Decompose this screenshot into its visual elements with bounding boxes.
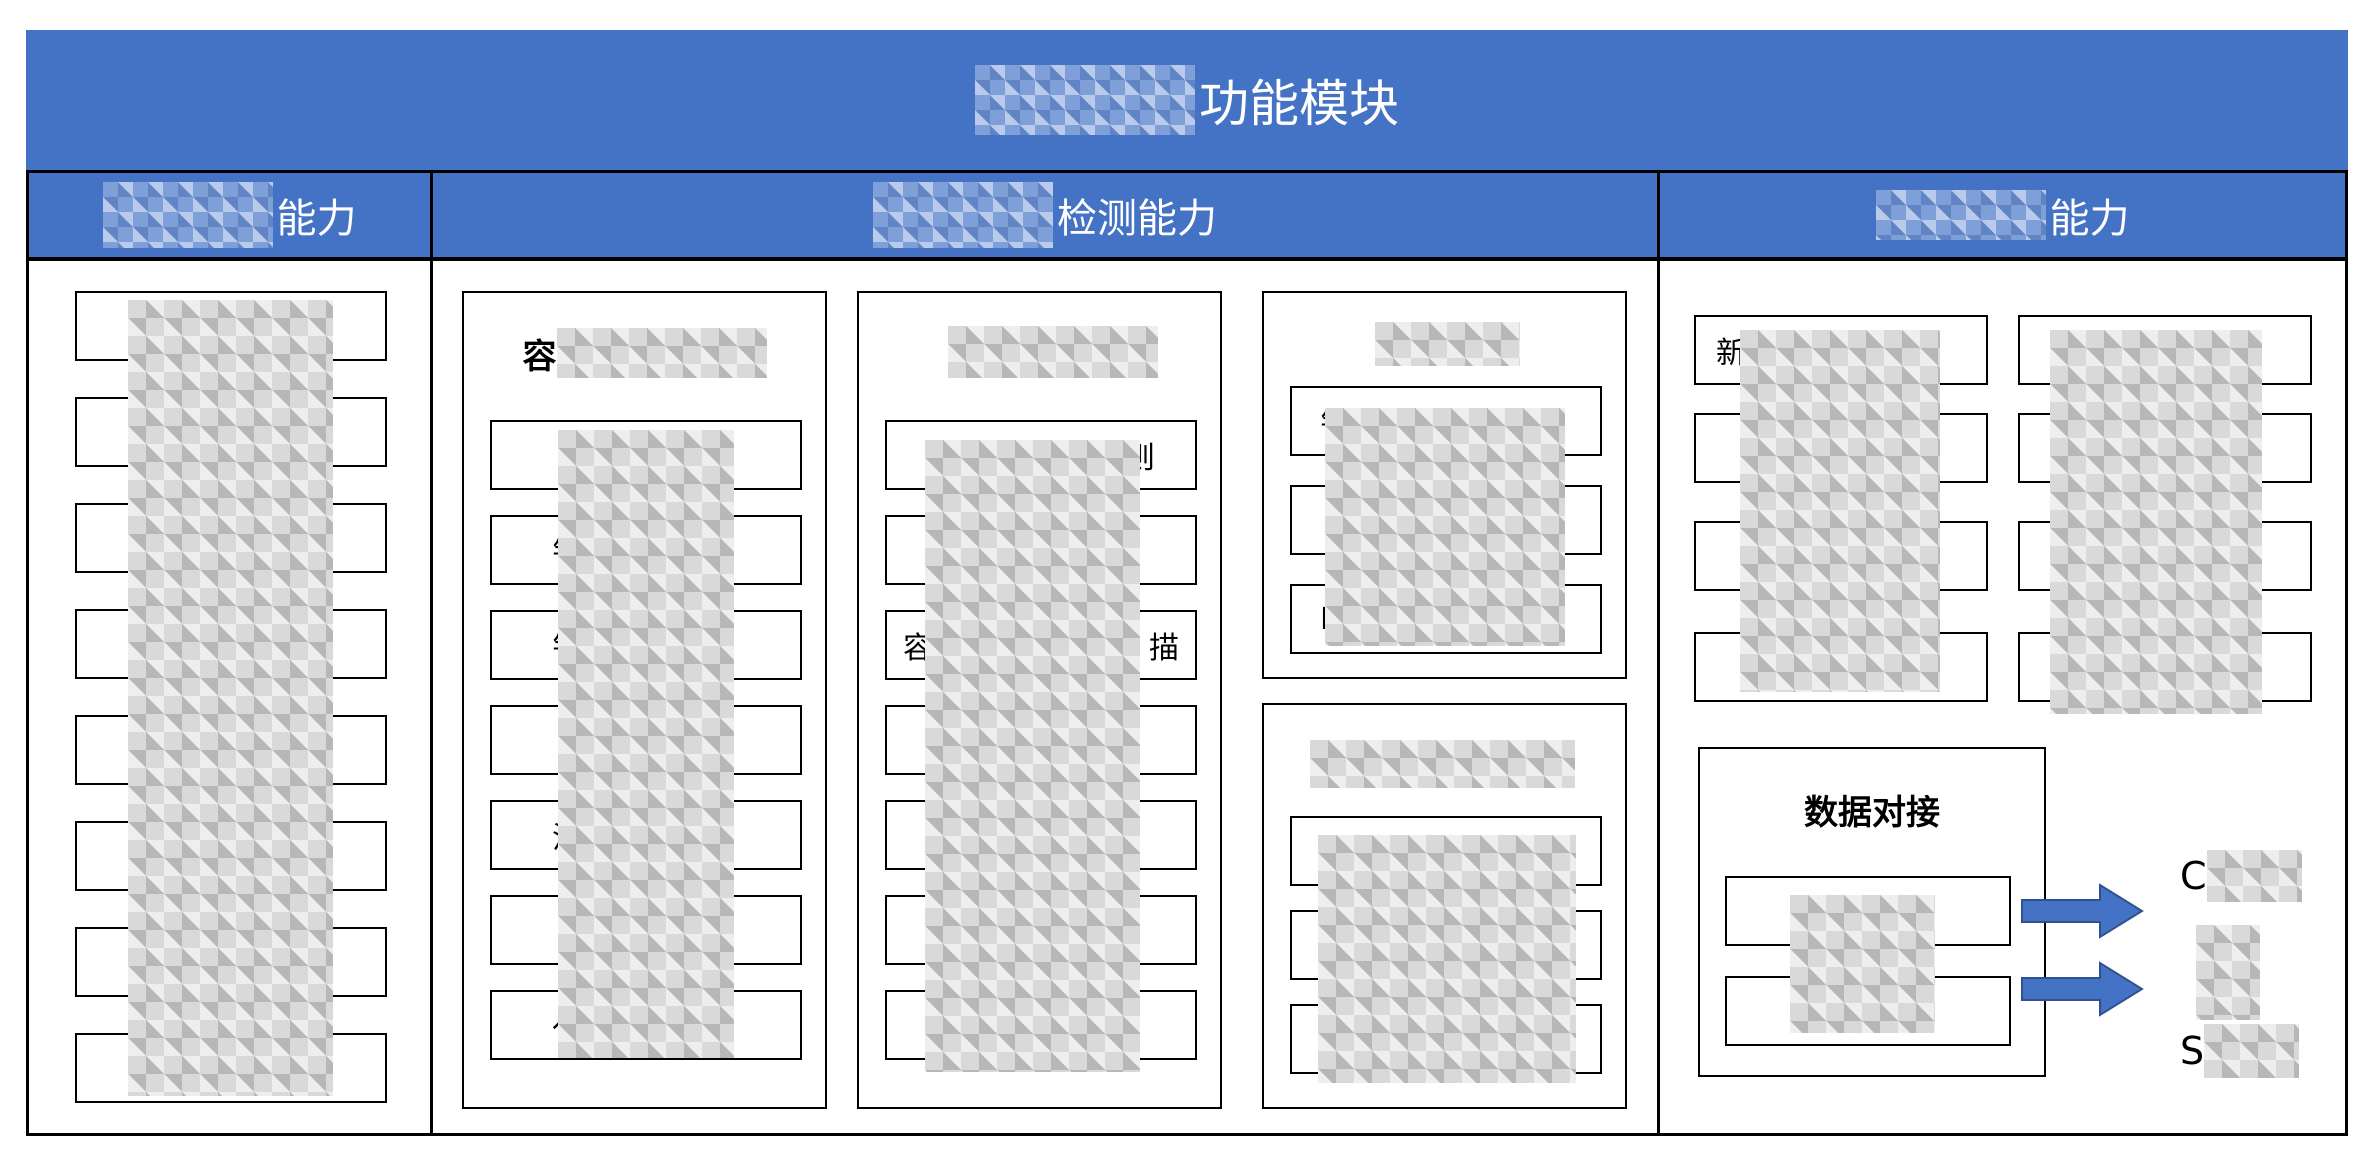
redacted-region <box>1318 835 1576 1083</box>
redacted-heading-part <box>873 182 1053 248</box>
column-1-header: 能力 <box>26 170 433 260</box>
column-2-header: 检测能力 <box>430 170 1660 260</box>
arrow-target-1: C <box>2180 846 2302 906</box>
arrow-right-icon <box>2021 883 2144 939</box>
redacted-region <box>1790 895 1935 1033</box>
column-2-heading: 检测能力 <box>1057 196 1217 242</box>
column-1-heading: 能力 <box>276 196 357 242</box>
redacted-title-part <box>556 328 767 378</box>
redacted-target-text <box>2196 925 2260 1020</box>
redacted-title-part <box>975 65 1195 135</box>
data-integration-title: 数据对接 <box>1804 792 1940 833</box>
redacted-region <box>1740 330 1940 692</box>
redacted-region <box>925 440 1140 1072</box>
arrow-target-2: S <box>2180 1016 2300 1086</box>
redacted-target-text <box>2204 1024 2300 1078</box>
redacted-title <box>1375 322 1520 366</box>
column-3-header: 能力 <box>1657 170 2348 260</box>
redacted-heading-part <box>1875 190 2046 240</box>
redacted-target-text <box>2206 850 2302 902</box>
redacted-region <box>1325 408 1565 646</box>
detection-group-1-title-char: 容 <box>522 336 557 377</box>
redacted-region <box>558 430 734 1058</box>
diagram-title: 功能模块 <box>1199 75 1399 133</box>
redacted-heading-part <box>102 182 273 248</box>
redacted-title <box>1310 740 1575 788</box>
arrow-right-icon <box>2021 961 2144 1017</box>
redacted-region <box>2050 330 2262 714</box>
detection-group-1-title: 容 <box>462 320 827 386</box>
diagram-title-banner: 功能模块 <box>26 30 2348 170</box>
column-3-heading: 能力 <box>2049 196 2130 242</box>
redacted-region <box>128 300 333 1096</box>
redacted-title <box>948 326 1158 378</box>
